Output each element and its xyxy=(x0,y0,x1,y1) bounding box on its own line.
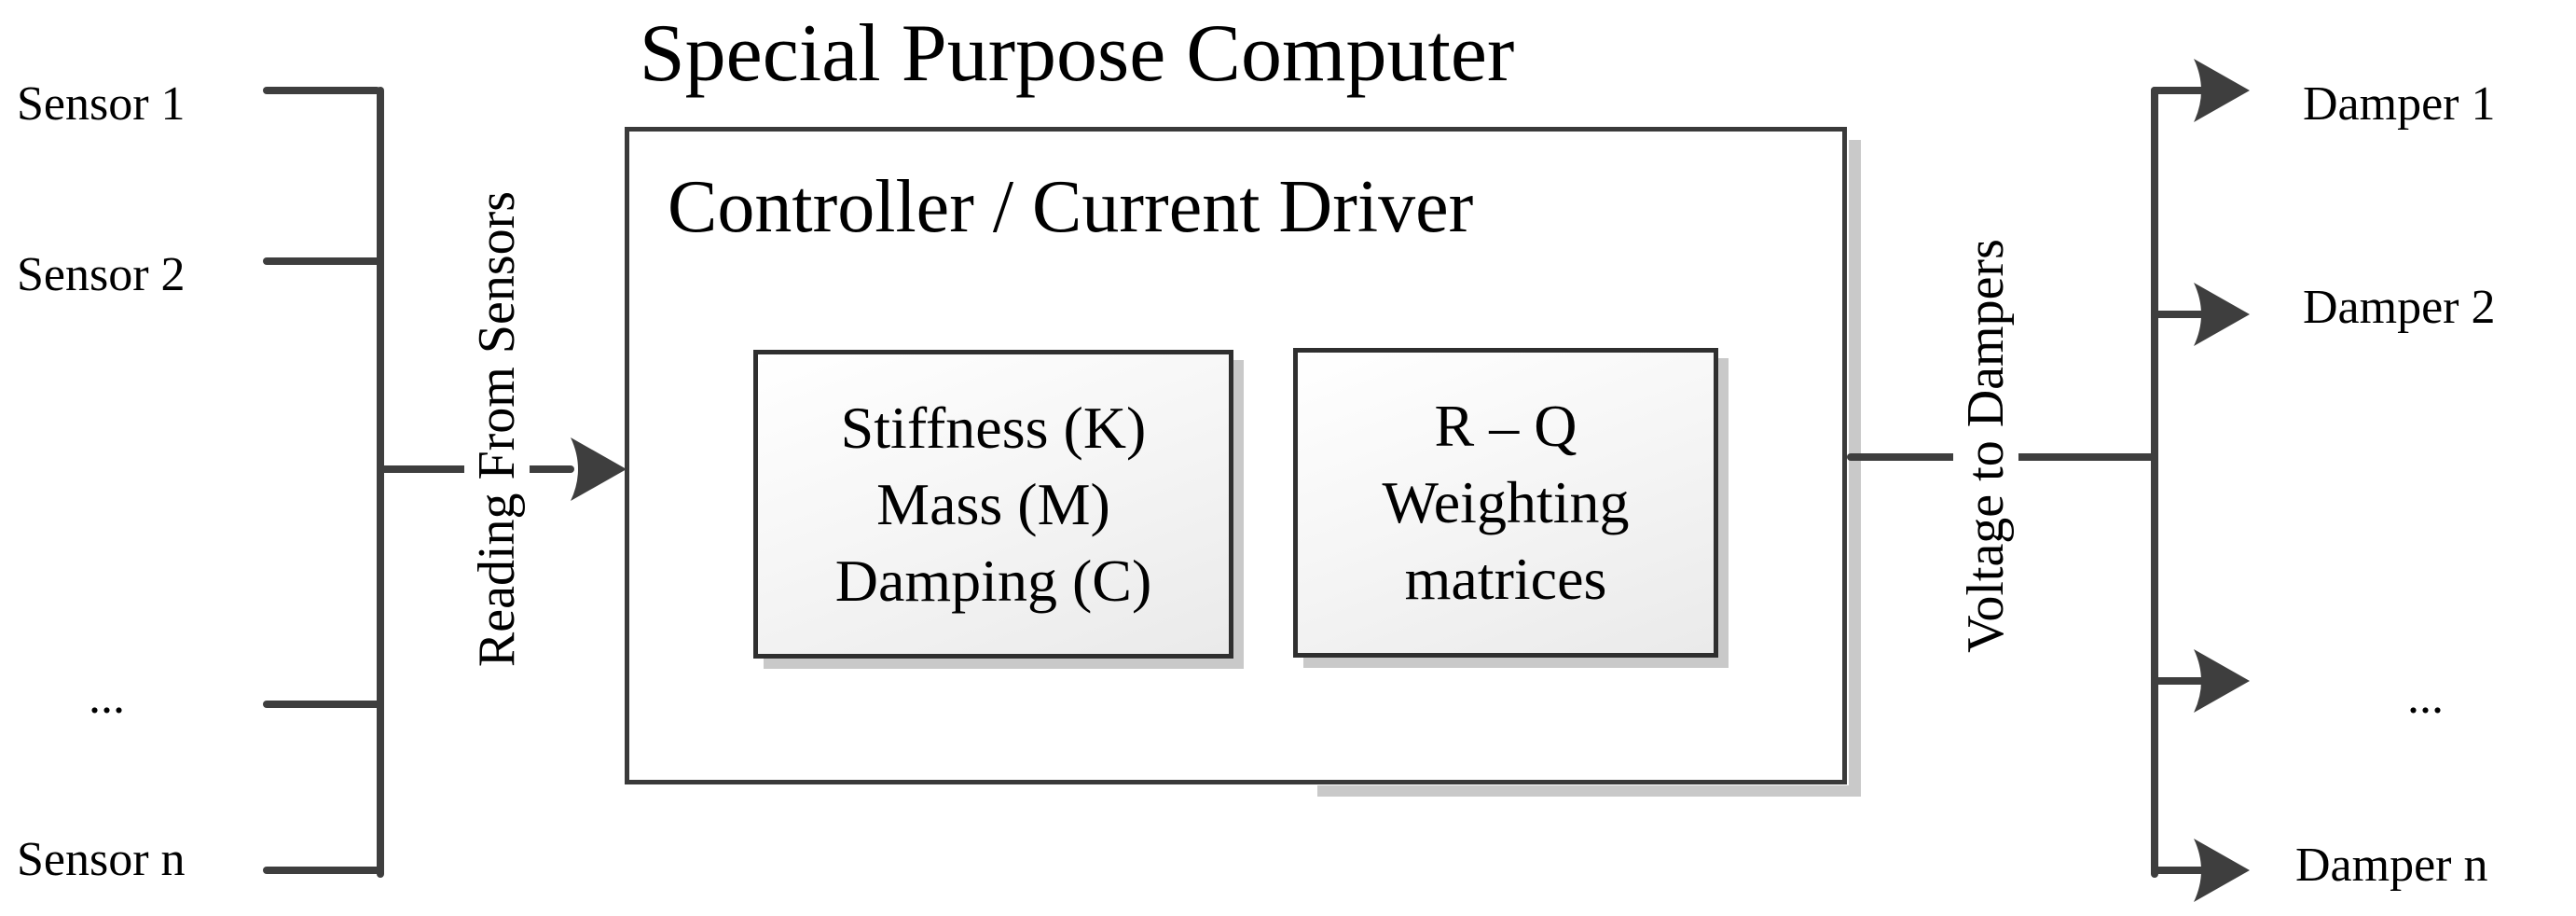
stiffness-line: Stiffness (K) xyxy=(840,394,1147,461)
damper-ellipsis-arrowhead-icon xyxy=(2194,649,2250,713)
rq-weighting-matrices-box: R – Q Weighting matrices xyxy=(1293,348,1718,658)
sensor-input-arrowhead-icon xyxy=(571,437,627,501)
sensor-1-wire xyxy=(263,87,380,94)
damper-1-label: Damper 1 xyxy=(2303,77,2496,131)
damper-ellipsis-label: ... xyxy=(2407,671,2444,724)
sensor-n-wire xyxy=(263,867,380,874)
main-box-shadow-right xyxy=(1849,140,1861,796)
stiffness-mass-damping-box: Stiffness (K) Mass (M) Damping (C) xyxy=(753,350,1233,659)
damper-2-label: Damper 2 xyxy=(2303,281,2496,334)
sensor-ellipsis-label: ... xyxy=(89,671,125,724)
damper-bus-line xyxy=(2151,87,2158,878)
reading-from-sensors-label: Reading From Sensors xyxy=(464,103,530,756)
sensor-n-label: Sensor n xyxy=(17,833,186,886)
matrices-line: matrices xyxy=(1404,546,1607,612)
damper-n-arrowhead-icon xyxy=(2194,839,2250,902)
voltage-to-dampers-label: Voltage to Dampers xyxy=(1953,147,2018,744)
sensor-bus-line xyxy=(377,87,384,878)
rq-line: R – Q xyxy=(1434,393,1577,459)
damper-2-arrowhead-icon xyxy=(2194,283,2250,346)
damping-line: Damping (C) xyxy=(834,547,1152,614)
weighting-line: Weighting xyxy=(1382,469,1630,535)
damper-ellipsis-wire xyxy=(2151,677,2207,685)
sensor-2-label: Sensor 2 xyxy=(17,248,186,301)
sensor-2-wire xyxy=(263,257,380,265)
controller-current-driver-label: Controller / Current Driver xyxy=(668,166,1474,248)
damper-n-wire xyxy=(2151,867,2207,874)
sensor-1-label: Sensor 1 xyxy=(17,77,186,131)
damper-2-wire xyxy=(2151,311,2207,318)
mass-line: Mass (M) xyxy=(876,470,1110,537)
page-title: Special Purpose Computer xyxy=(639,8,1515,99)
damper-1-wire xyxy=(2151,87,2207,94)
sensor-ellipsis-wire xyxy=(263,701,380,708)
damper-n-label: Damper n xyxy=(2295,839,2488,892)
damper-1-arrowhead-icon xyxy=(2194,59,2250,122)
main-box-shadow-bottom xyxy=(1317,785,1861,797)
